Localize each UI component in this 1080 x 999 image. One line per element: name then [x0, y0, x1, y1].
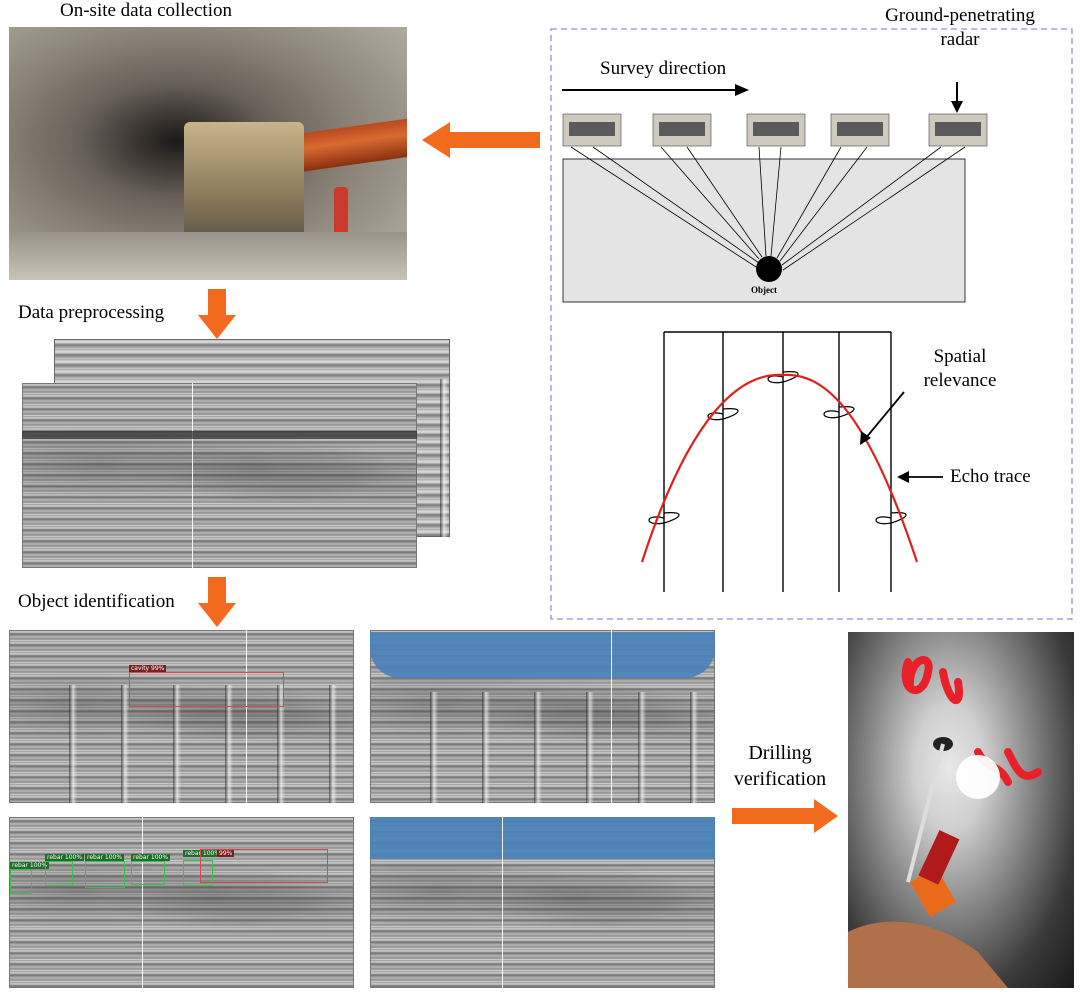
- tunnel-floor: [9, 232, 407, 280]
- wavelets: [648, 371, 907, 525]
- cavity-box: [129, 672, 284, 707]
- segmentation-mask-top: [370, 632, 715, 678]
- void-tag: 99%: [217, 850, 235, 857]
- rebar-tag-1: rebar 100%: [10, 862, 50, 869]
- rebar-box-5: [183, 860, 213, 886]
- rebar-box-2: [45, 861, 73, 886]
- arrow-left-to-photo: [422, 122, 540, 158]
- spatial-line1: Spatial: [933, 346, 987, 367]
- object-label: Object: [751, 285, 777, 295]
- preprocessing-label: Data preprocessing: [18, 302, 165, 323]
- onsite-title: On-site data collection: [60, 0, 232, 21]
- segmentation-panel-bottom: [370, 817, 715, 988]
- trace-lines: [663, 331, 892, 592]
- void-box: [200, 849, 328, 883]
- rebar-box-4: [131, 861, 165, 885]
- arrow-down-identify: [198, 577, 236, 627]
- rebar-tag-5: rebar 100%: [183, 850, 223, 857]
- rebar-tag-3: rebar 100%: [85, 854, 125, 861]
- drilling-photo-marks: [848, 656, 1042, 988]
- drilling-line2: verification: [733, 768, 827, 790]
- arrow-right-drilling: [732, 799, 838, 833]
- segmentation-panel-top: [370, 630, 715, 803]
- gpr-label: Ground-penetrating radar: [860, 4, 1060, 52]
- object-sphere: [756, 256, 782, 282]
- radargram-front: [22, 383, 417, 568]
- survey-direction-label: Survey direction: [600, 58, 727, 79]
- detection-panel-rebar: rebar 100% rebar 100% rebar 100% rebar 1…: [9, 817, 354, 988]
- tunnel-photo: [9, 27, 407, 280]
- echo-trace-label: Echo trace: [950, 466, 1031, 487]
- rebar-box-1: [10, 869, 32, 894]
- echo-curve: [640, 373, 919, 563]
- radar-devices: [562, 113, 988, 147]
- spatial-line2: relevance: [923, 370, 997, 391]
- drilling-label: Drilling verification: [720, 740, 840, 792]
- cavity-tag: cavity 99%: [129, 665, 167, 672]
- rebar-tag-2: rebar 100%: [45, 854, 85, 861]
- spatial-relevance-label: Spatial relevance: [905, 345, 1015, 393]
- radar-rays: [570, 146, 966, 271]
- gpr-label-line1: Ground-penetrating: [885, 5, 1035, 26]
- segmentation-mask-bottom: [370, 817, 715, 859]
- drilling-photo: [848, 632, 1074, 988]
- gpr-label-line2: radar: [940, 29, 980, 50]
- drilling-line1: Drilling: [748, 742, 812, 764]
- identification-label: Object identification: [18, 591, 175, 612]
- rebar-box-3: [85, 861, 125, 888]
- gpr-schematic: [550, 28, 1073, 620]
- arrow-down-preprocess: [198, 289, 236, 339]
- rebar-tag-4: rebar 100%: [131, 854, 171, 861]
- detection-panel-cavity: cavity 99%: [9, 630, 354, 803]
- dashed-frame: [550, 28, 1073, 620]
